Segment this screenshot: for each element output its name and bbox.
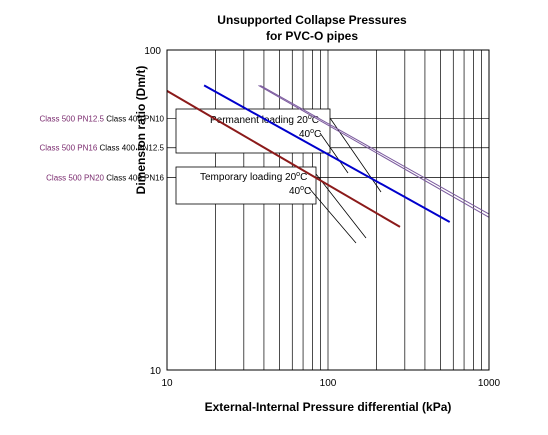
plot-frame — [166, 49, 490, 371]
y-axis-label: Dimension ratio (Dm/t) — [134, 66, 148, 195]
class-reference-label: Class 500 PN20 Class 400 PN16 — [46, 173, 164, 182]
annotation-permanent-line1: Permanent loading 20oC — [210, 114, 319, 126]
annotation-permanent-line2: 40oC — [299, 128, 321, 140]
chart-title-line-2: for PVC-O pipes — [266, 29, 358, 43]
annotation-temporary: Temporary loading 20oC 40oC — [175, 166, 367, 244]
x-tick-label: 1000 — [478, 378, 501, 389]
annotation-temporary-pointer-2 — [308, 187, 357, 244]
class-500-label: Class 500 PN20 — [46, 173, 104, 182]
class-500-label: Class 500 PN16 — [39, 144, 97, 153]
series-line-2 — [203, 84, 451, 223]
tick-labels-layer: 10 100 1000 10 100 — [144, 46, 500, 389]
x-tick-label: 100 — [320, 378, 337, 389]
class-reference-label: Class 500 PN12.5 Class 400 PN10 — [39, 115, 164, 124]
series-line-3 — [258, 84, 490, 218]
series-line-4 — [260, 84, 490, 215]
class-400-label: Class 400 PN12.5 — [97, 144, 164, 153]
x-axis-label: External-Internal Pressure differential … — [205, 400, 452, 414]
y-tick-label: 10 — [150, 366, 162, 377]
series-layer — [166, 84, 490, 228]
series-line-1 — [166, 90, 401, 228]
class-400-label: Class 400 PN10 — [104, 115, 165, 124]
annotation-temporary-line2: 40oC — [289, 185, 311, 197]
class-500-label: Class 500 PN12.5 — [39, 115, 104, 124]
annotation-temporary-box — [175, 166, 317, 205]
class-400-label: Class 400 PN16 — [104, 173, 165, 182]
x-tick-label: 10 — [161, 378, 173, 389]
annotation-temporary-pointer-1 — [315, 173, 367, 239]
class-reference-label: Class 500 PN16 Class 400 PN12.5 — [39, 144, 164, 153]
annotation-permanent-box — [175, 108, 331, 154]
annotation-permanent-pointer-2 — [319, 132, 349, 174]
annotation-permanent: Permanent loading 20oC 40oC — [175, 108, 382, 193]
annotation-temporary-line1: Temporary loading 20oC — [200, 171, 307, 183]
grid-layer — [215, 50, 482, 370]
y-tick-label: 100 — [144, 46, 161, 57]
chart-title-line-1: Unsupported Collapse Pressures — [217, 13, 407, 27]
